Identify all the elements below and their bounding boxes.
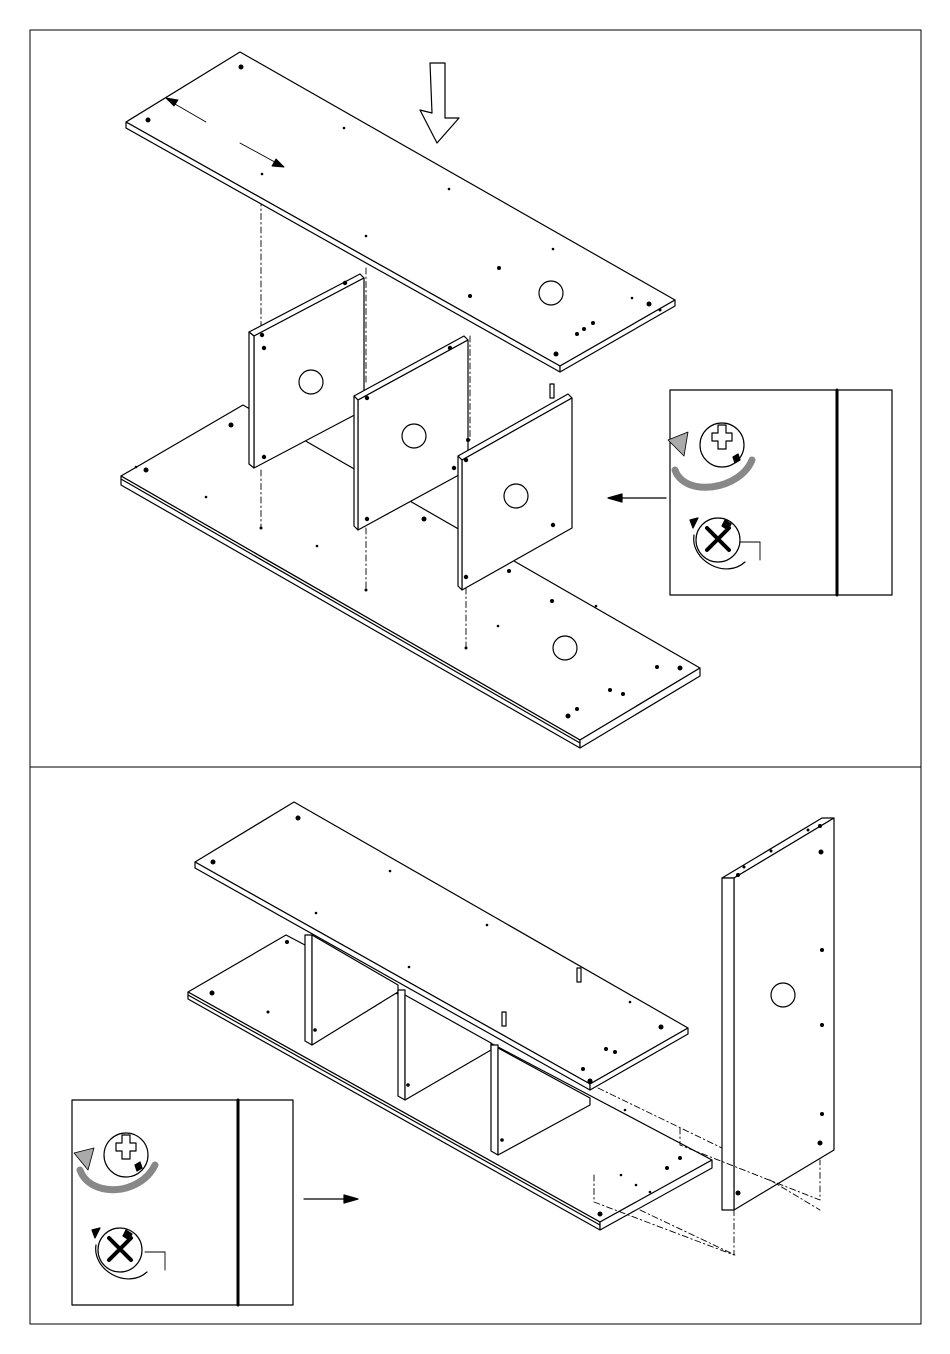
- dowel-pin: [550, 384, 554, 398]
- detail-pointer-arrow: [304, 1195, 358, 1203]
- top-panel: [126, 52, 675, 372]
- step-upper: [121, 52, 892, 748]
- down-arrow-icon: [420, 63, 459, 143]
- left-divider: [249, 274, 364, 468]
- side-panel: [722, 818, 834, 1210]
- step-lower: [72, 802, 834, 1305]
- right-divider: [458, 384, 572, 590]
- detail-pointer-arrow: [608, 494, 666, 502]
- detail-box-upper: [668, 390, 892, 595]
- detail-box-lower: [72, 1100, 293, 1305]
- middle-divider: [354, 336, 468, 530]
